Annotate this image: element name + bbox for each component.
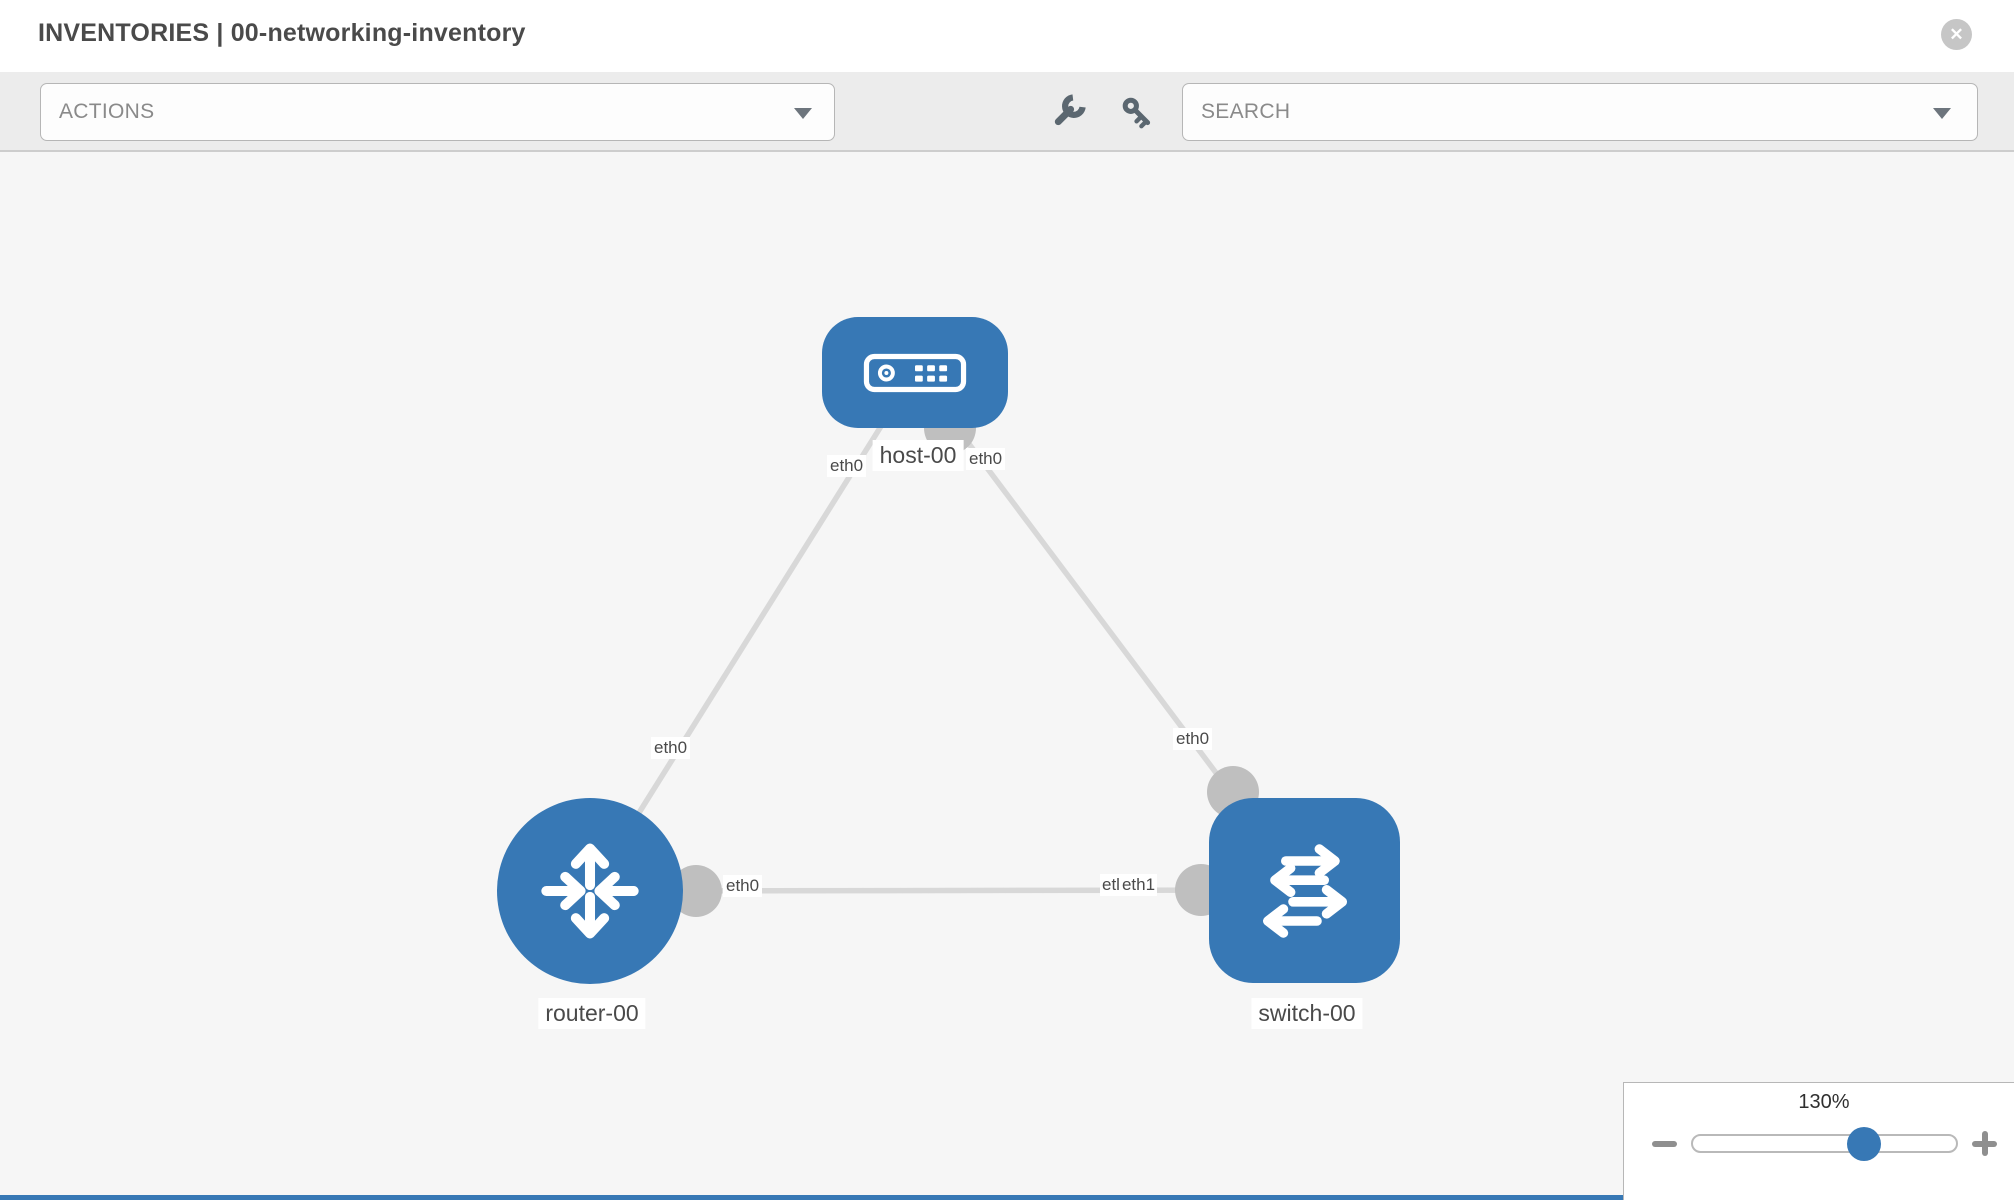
switch-icon (1262, 843, 1347, 938)
interface-label-clipped: etl (1100, 874, 1122, 896)
minus-icon (1652, 1141, 1677, 1147)
actions-dropdown-label: ACTIONS (59, 100, 155, 123)
interface-label: eth0 (651, 737, 691, 759)
topology-canvas[interactable]: host-00 router-00 switch-00 eth0 eth0 et… (0, 152, 2014, 1200)
close-icon: ✕ (1949, 25, 1964, 44)
bottom-accent-bar (0, 1195, 1623, 1200)
plus-icon (1982, 1131, 1988, 1156)
zoom-slider-thumb[interactable] (1847, 1127, 1881, 1161)
zoom-panel: 130% (1623, 1082, 2014, 1200)
search-placeholder: SEARCH (1201, 100, 1291, 123)
toolbar: ACTIONS SEARCH (0, 72, 2014, 152)
node-switch-00[interactable] (1209, 798, 1400, 983)
search-input[interactable]: SEARCH (1182, 83, 1978, 141)
node-router-00[interactable] (497, 798, 683, 984)
router-icon (541, 843, 639, 939)
zoom-out-button[interactable] (1648, 1127, 1682, 1161)
interface-label: eth0 (723, 875, 763, 897)
interface-label: eth0 (1173, 728, 1213, 750)
wrench-icon (1054, 94, 1086, 126)
zoom-level-readout: 130% (1798, 1091, 1850, 1113)
node-label-router: router-00 (538, 998, 646, 1029)
node-label-host: host-00 (872, 440, 964, 471)
page-title: INVENTORIES | 00-networking-inventory (38, 19, 526, 47)
configure-button[interactable] (1040, 84, 1096, 140)
key-icon (1122, 97, 1151, 129)
key-button[interactable] (1109, 84, 1165, 140)
interface-label: eth0 (827, 455, 867, 477)
topology-links (587, 370, 1307, 894)
actions-dropdown[interactable]: ACTIONS (40, 83, 835, 141)
zoom-in-button[interactable] (1968, 1127, 2002, 1161)
chevron-down-icon (794, 108, 812, 119)
node-host-00[interactable] (822, 317, 1008, 428)
interface-label: eth1 (1119, 874, 1158, 896)
host-icon (863, 353, 967, 392)
chevron-down-icon (1933, 108, 1951, 119)
node-label-switch: switch-00 (1251, 998, 1363, 1029)
zoom-slider-track[interactable] (1691, 1134, 1958, 1153)
interface-label: eth0 (966, 448, 1006, 470)
close-button[interactable]: ✕ (1941, 19, 1972, 50)
title-bar: INVENTORIES | 00-networking-inventory ✕ (0, 0, 2014, 72)
